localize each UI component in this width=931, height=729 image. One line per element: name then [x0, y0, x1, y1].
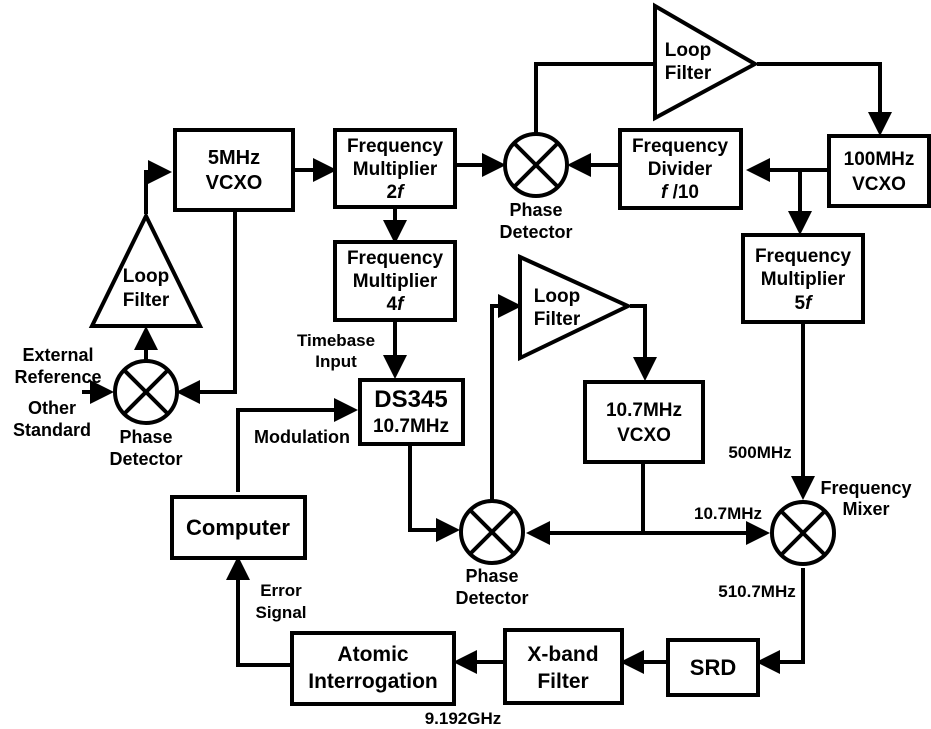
error-signal-line1: Error: [260, 581, 302, 600]
fm5-line3: 5f: [795, 293, 814, 314]
box-freq-multiplier-5f: Frequency Multiplier 5f: [741, 233, 865, 324]
fm4-line3: 4f: [387, 294, 406, 315]
fm5-line2: Multiplier: [761, 269, 846, 290]
box-5mhz-vcxo: 5MHz VCXO: [173, 128, 295, 212]
loop-filter-top: Loop Filter: [653, 2, 760, 122]
timebase-line2: Input: [315, 352, 357, 371]
ds345-freq: 10.7MHz: [373, 416, 449, 437]
fm5-line1: Frequency: [755, 246, 852, 267]
timebase-line1: Timebase: [297, 331, 375, 350]
computer-label: Computer: [186, 515, 290, 540]
box-freq-divider: Frequency Divider f /10: [618, 128, 743, 210]
fdiv-line1: Frequency: [632, 136, 729, 157]
vcxo107-line1: 10.7MHz: [606, 400, 682, 421]
loop-filter-left: Loop Filter: [88, 211, 204, 328]
pd-bottom-line1: Phase: [465, 566, 518, 586]
phase-detector-left: Phase Detector: [109, 359, 183, 469]
wire-lf-top-to-vcxo100: [757, 62, 892, 136]
fm2-line2: Multiplier: [353, 159, 438, 180]
ext-ref-line2: Reference: [14, 367, 101, 387]
fm2-line1: Frequency: [347, 136, 444, 157]
phase-detector-bottom: Phase Detector: [455, 499, 529, 608]
fdiv-line2: Divider: [648, 159, 713, 180]
other-std-line1: Other: [28, 398, 76, 418]
vcxo100-line1: 100MHz: [844, 149, 915, 170]
wires: [82, 62, 892, 674]
atomic-line1: Atomic: [337, 643, 408, 666]
lf-left-line2: Filter: [123, 290, 170, 311]
ds345-title: DS345: [374, 386, 447, 413]
lf-mid-line1: Loop: [534, 286, 580, 307]
phase-detector-top: Phase Detector: [499, 132, 573, 242]
wire-computer-to-ds345: [236, 398, 358, 492]
freq-510-7mhz-label: 510.7MHz: [718, 582, 795, 601]
wire-atomic-to-computer: [226, 556, 292, 667]
xband-line1: X-band: [527, 643, 598, 666]
freq-9-192ghz-label: 9.192GHz: [425, 709, 502, 728]
box-freq-multiplier-2f: Frequency Multiplier 2f: [333, 128, 457, 209]
vcxo107-line2: VCXO: [617, 425, 671, 446]
pd-left-line2: Detector: [109, 449, 182, 469]
pd-bottom-line2: Detector: [455, 588, 528, 608]
lf-mid-line2: Filter: [534, 309, 581, 330]
xband-line2: Filter: [537, 670, 588, 693]
freq-500mhz-label: 500MHz: [728, 443, 791, 462]
wire-vcxo5-to-pd-left: [176, 210, 237, 404]
freq-10-7mhz-label: 10.7MHz: [694, 504, 762, 523]
other-std-line2: Standard: [13, 420, 91, 440]
fdiv-line3: f /10: [661, 182, 699, 203]
box-ds345: DS345 10.7MHz: [358, 378, 465, 446]
wire-lf-left-to-vcxo5: [144, 160, 172, 214]
atomic-line2: Interrogation: [308, 670, 438, 693]
vcxo100-line2: VCXO: [852, 174, 906, 195]
vcxo5-line1: 5MHz: [208, 147, 260, 169]
lf-top-line1: Loop: [665, 40, 711, 61]
srd-label: SRD: [690, 655, 736, 680]
vcxo5-line2: VCXO: [206, 172, 263, 194]
signal-labels: External Reference Other Standard Timeba…: [13, 331, 796, 728]
ext-ref-line1: External: [22, 345, 93, 365]
box-10-7mhz-vcxo: 10.7MHz VCXO: [583, 380, 705, 464]
lf-left-line1: Loop: [123, 266, 169, 287]
pd-left-line1: Phase: [119, 427, 172, 447]
mixer-line2: Mixer: [842, 499, 889, 519]
lf-top-line2: Filter: [665, 63, 712, 84]
modulation-label: Modulation: [254, 427, 350, 447]
box-xband-filter: X-band Filter: [503, 628, 624, 705]
mixer-line1: Frequency: [820, 478, 911, 498]
loop-filter-mid: Loop Filter: [518, 253, 633, 362]
box-srd: SRD: [666, 638, 760, 697]
fm4-line1: Frequency: [347, 248, 444, 269]
box-atomic-interrogation: Atomic Interrogation: [290, 631, 456, 706]
fm2-line3: 2f: [387, 182, 406, 203]
box-freq-multiplier-4f: Frequency Multiplier 4f: [333, 240, 457, 322]
wire-lf-mid-to-vcxo107: [630, 304, 657, 381]
box-computer: Computer: [170, 495, 307, 560]
wire-pd-bottom-to-lf-mid: [490, 294, 522, 500]
fm4-line2: Multiplier: [353, 271, 438, 292]
error-signal-line2: Signal: [255, 603, 306, 622]
frequency-mixer: Frequency Mixer: [770, 478, 912, 566]
pd-top-line1: Phase: [509, 200, 562, 220]
wire-ds345-to-pd-bottom: [408, 446, 460, 542]
pd-top-line2: Detector: [499, 222, 572, 242]
wire-pd-top-to-lf-top: [534, 62, 655, 134]
wire-mixer-to-srd: [756, 568, 805, 674]
box-100mhz-vcxo: 100MHz VCXO: [827, 134, 931, 208]
